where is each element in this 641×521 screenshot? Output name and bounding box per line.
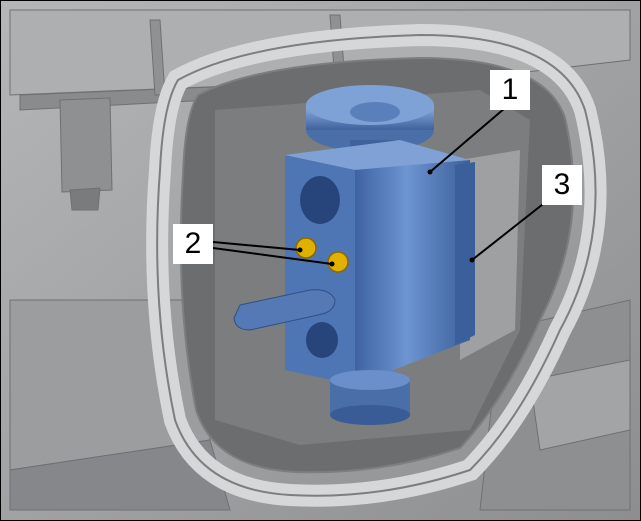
callout-2: 2 xyxy=(173,224,213,264)
callout-1: 1 xyxy=(490,70,530,110)
leader-lines xyxy=(212,107,553,265)
housing-lower xyxy=(9,299,631,511)
bolt-upper xyxy=(295,237,317,259)
bolt-lower xyxy=(327,251,349,273)
leader-2b xyxy=(212,247,333,265)
leader-3 xyxy=(471,196,553,261)
leader-2a xyxy=(212,241,301,251)
leader-1 xyxy=(429,107,506,173)
expansion-valve xyxy=(233,85,475,425)
callout-3: 3 xyxy=(542,165,582,205)
